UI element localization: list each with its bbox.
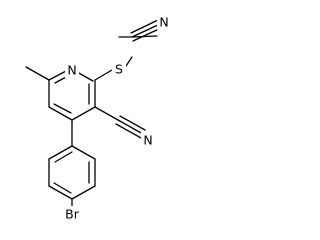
bond-c3-c4 [71, 106, 96, 121]
bond-ch2-cn [131, 35, 158, 38]
bond-c6-n1 [48, 70, 67, 81]
bromine-label: Br [65, 207, 80, 222]
bond-c6-n1-inner [54, 76, 67, 84]
bond-n1-c2 [76, 71, 94, 82]
ring-nitrogen-label: N [67, 63, 76, 78]
bond-s-ch2 [125, 56, 133, 67]
nitrile-right-triple-bond [94, 106, 146, 139]
sulfur-label: S [115, 62, 123, 77]
structure-canvas: N S N N Br [25, 14, 171, 222]
pyridine-ring [48, 70, 96, 121]
atom-labels: N S N N Br [61, 14, 171, 222]
phenyl-ring [48, 145, 96, 200]
bond-c4-c5 [48, 106, 73, 121]
bond-c4-c5-inner [53, 103, 72, 114]
nitrile-nitrogen-top-label: N [159, 15, 168, 30]
bond-methyl [25, 66, 50, 81]
bond-c2-s [94, 69, 113, 81]
nitrile-top-triple-bond [130, 19, 162, 42]
molecule-diagram: N S N N Br [25, 14, 171, 222]
nitrile-nitrogen-right-label: N [143, 133, 152, 148]
